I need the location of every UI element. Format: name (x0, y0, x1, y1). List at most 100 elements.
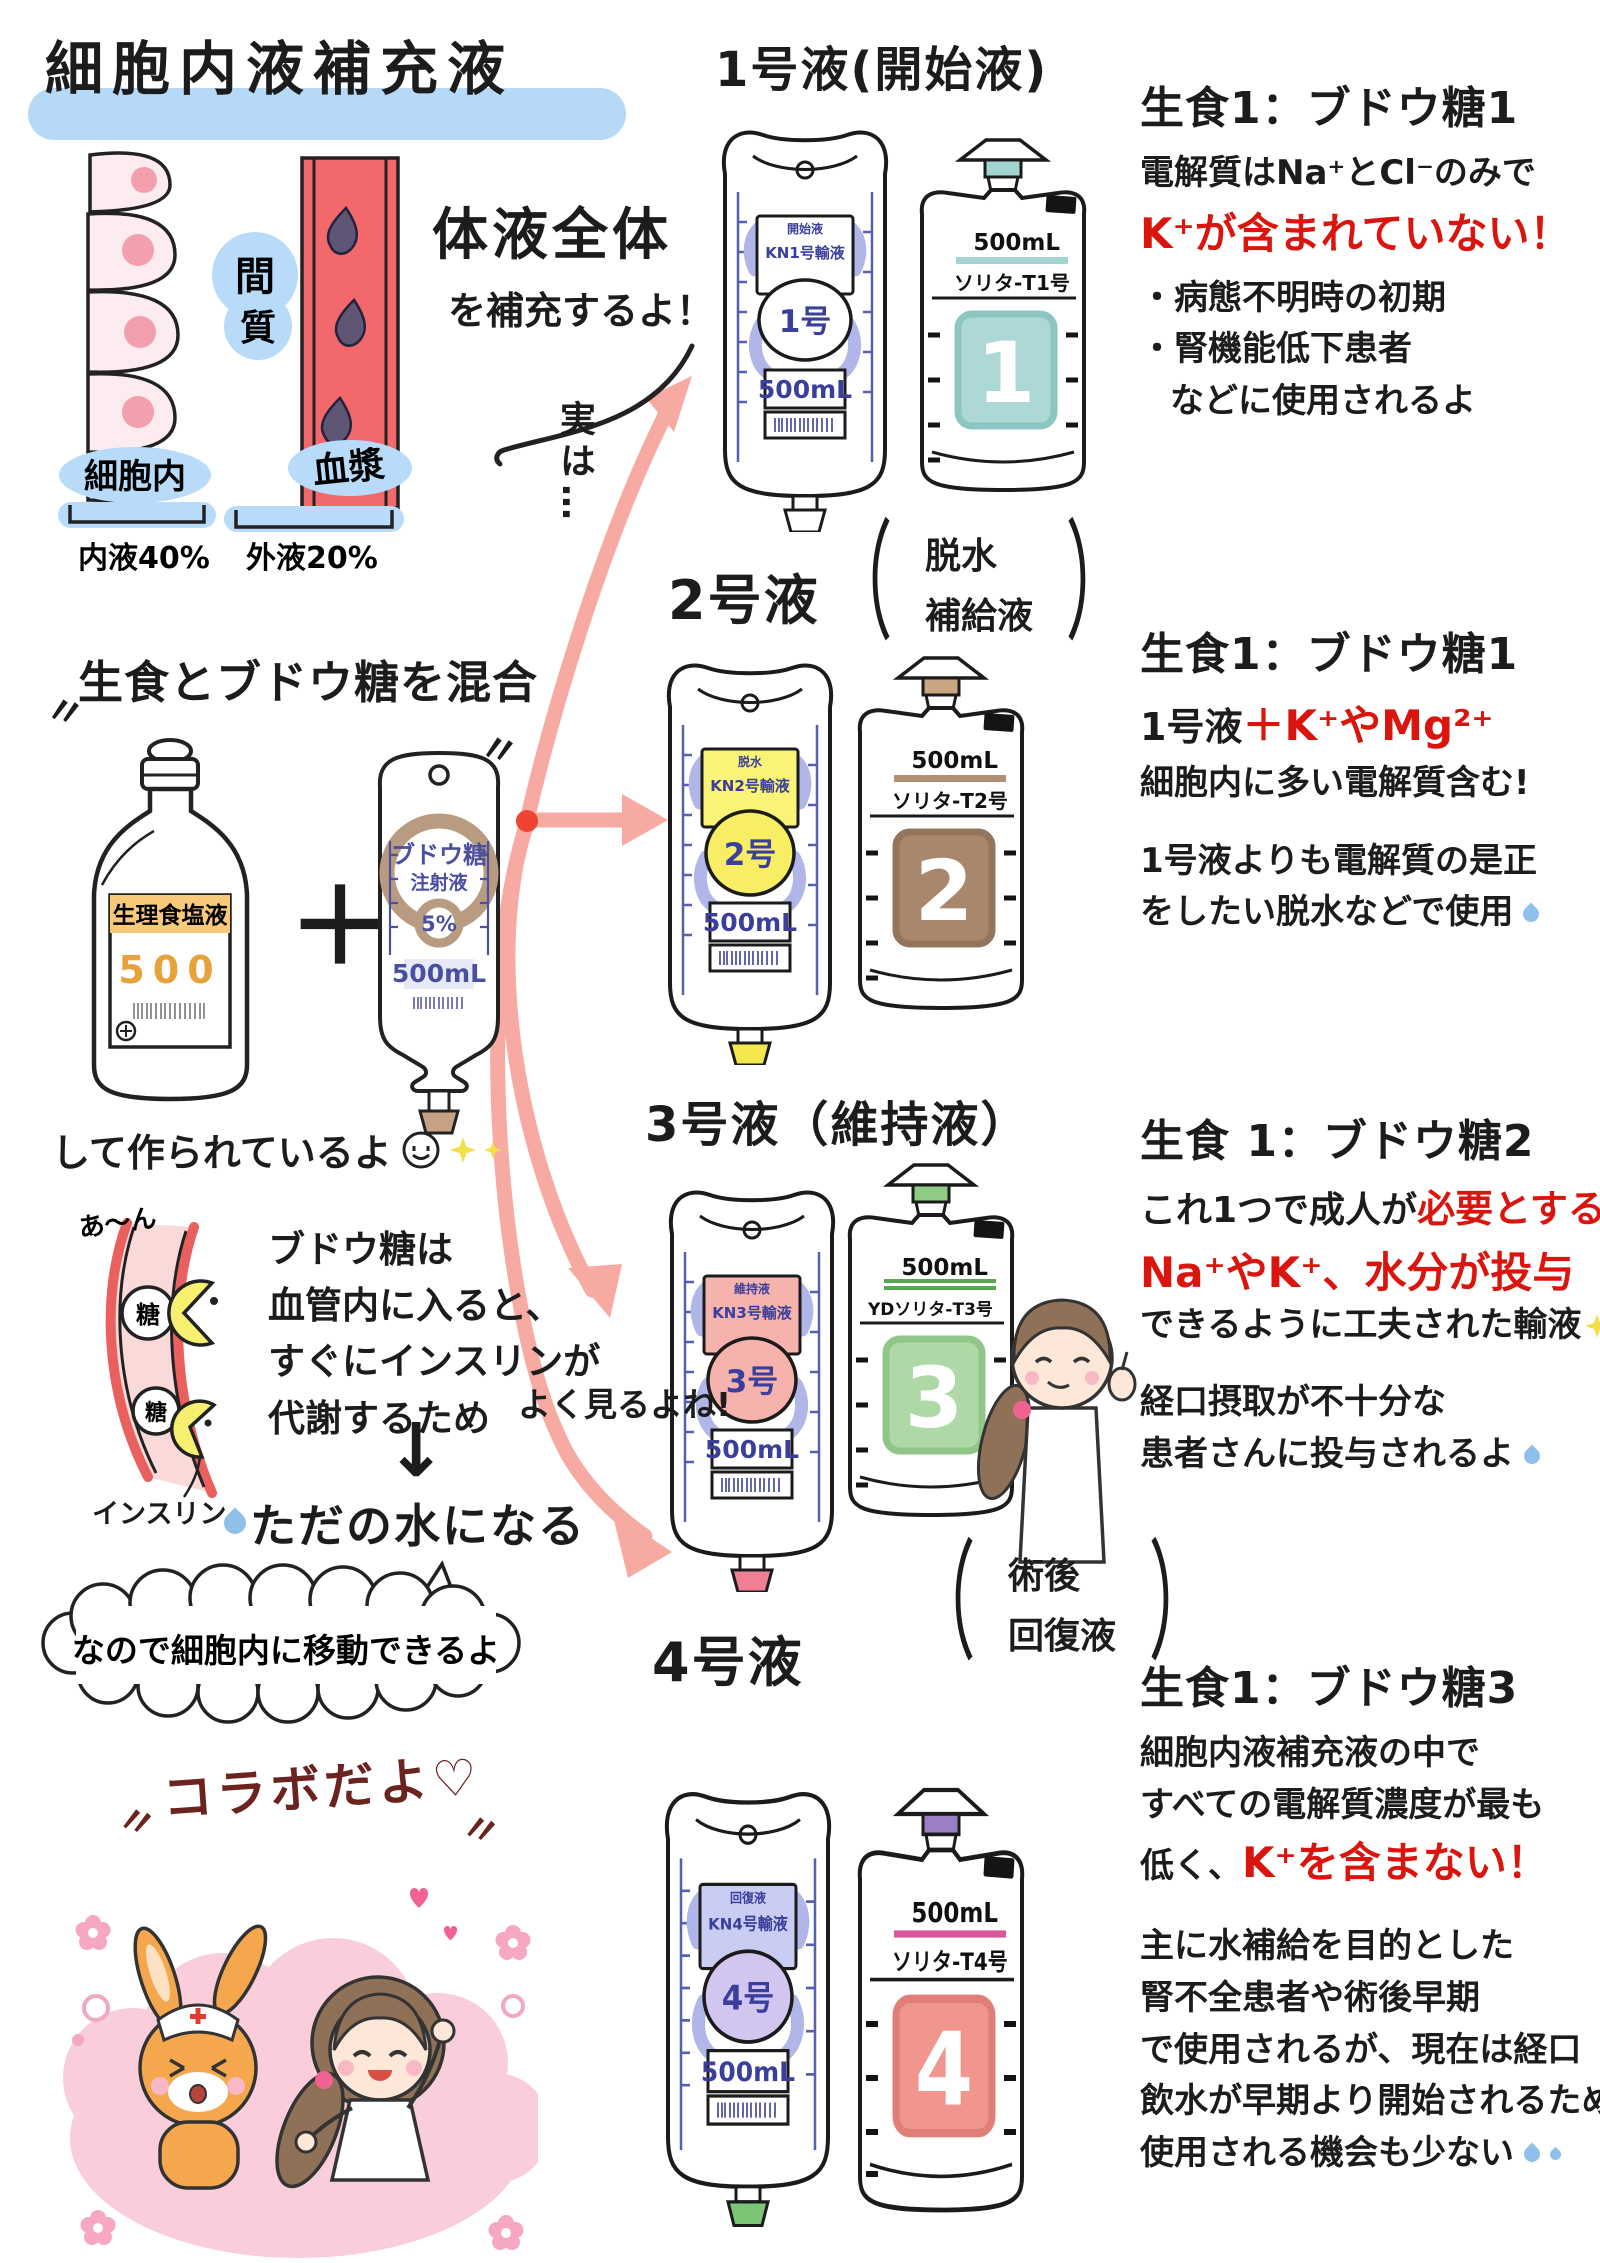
svg-text:ソリタ-T4号: ソリタ-T4号 (892, 1948, 1008, 1976)
pacman-icon-2 (170, 1399, 217, 1459)
svg-text:2号: 2号 (724, 837, 777, 873)
svg-text:ソリタ-T1号: ソリタ-T1号 (954, 271, 1070, 295)
solution-2-kn-bag: 脱水 KN2号輸液 2号 500mL (666, 663, 834, 1065)
solution-1-pouch: 500mL ソリタ-T1号 1 (919, 138, 1087, 493)
intracellular-label: 細胞内 (84, 457, 186, 497)
inner-fluid-label: 内液40% (78, 541, 210, 576)
svg-text:500mL: 500mL (703, 908, 797, 937)
solution-4-kn-bag: 回復液 KN4号輸液 4号 500mL (664, 1792, 832, 2227)
solution-4-notes: 生食1：ブドウ糖3 細胞内液補充液の中で すべての電解質濃度が最も 低く、K⁺を… (1140, 1652, 1600, 2180)
svg-text:KN2号輸液: KN2号輸液 (710, 777, 791, 795)
heart-icon (410, 1888, 457, 1941)
solution-2-ratio: 生食1：ブドウ糖1 (1140, 629, 1519, 680)
sparkle-icon (1585, 1313, 1600, 1338)
body-fluid-sub: を補充するよ！ (448, 289, 715, 333)
saline-bottle: 生理食塩液 500 (91, 738, 250, 1102)
made-note: して作られているよ (52, 1131, 392, 1175)
glucose-bag: ブドウ糖 注射液 5% 500mL (377, 750, 501, 1135)
insulin-vessel-illustration: あ〜ん 糖 糖 (77, 1205, 218, 1498)
water-result: ただの水になる (250, 1499, 586, 1553)
bottle-barcode (133, 1003, 205, 1019)
svg-text:500mL: 500mL (911, 1896, 998, 1929)
interstitium-label-bottom: 質 (240, 308, 276, 349)
svg-text:KN4号輸液: KN4号輸液 (708, 1914, 788, 1934)
svg-text:3号: 3号 (726, 1364, 779, 1400)
mix-heading: 生食とブドウ糖を混合 (78, 656, 539, 709)
sugar-label-2: 糖 (145, 1400, 167, 1426)
svg-text:KN3号輸液: KN3号輸液 (712, 1304, 793, 1322)
solution-2-notes: 生食1：ブドウ糖1 1号液＋K⁺やMg²⁺ 細胞内に多い電解質含む! 1号液より… (1140, 618, 1545, 939)
solution-3-kn-bag: 維持液 KN3号輸液 3号 500mL (668, 1190, 836, 1592)
peeking-girl-character (976, 1298, 1137, 1564)
glucose-percent: 5% (421, 912, 457, 936)
svg-text:500mL: 500mL (911, 748, 998, 774)
body-fluid-heading: 体液全体 (432, 203, 672, 268)
solution-2-paren: （ 脱水 補給液 ） (827, 507, 1131, 659)
solution-3-ratio: 生食 1：ブドウ糖2 (1140, 1116, 1535, 1167)
svg-text:500mL: 500mL (705, 1435, 799, 1464)
solution-3-callout: よく見るよね! (518, 1385, 732, 1424)
outer-fluid-label: 外液20% (246, 541, 378, 576)
sugar-label-1: 糖 (136, 1301, 160, 1329)
svg-text:2: 2 (915, 842, 973, 940)
solution-1-ratio: 生食1：ブドウ糖1 (1140, 83, 1519, 134)
page-title: 細胞内液補充液 (45, 35, 515, 103)
girl-character (275, 1975, 456, 2189)
svg-text:500mL: 500mL (758, 375, 852, 404)
glucose-barcode (413, 997, 463, 1009)
saline-volume: 500 (118, 948, 221, 992)
svg-text:500mL: 500mL (701, 2057, 795, 2088)
solution-4-ratio: 生食1：ブドウ糖3 (1140, 1663, 1519, 1714)
water-drop-icon (1520, 902, 1543, 925)
svg-text:500mL: 500mL (901, 1255, 988, 1281)
smiley-icon (402, 1131, 440, 1168)
interstitium-bubble-bottom (224, 292, 292, 360)
saline-name: 生理食塩液 (113, 902, 228, 929)
solution-4-paren: （ 術後 回復液 ） (910, 1527, 1214, 1679)
water-drop-icon (1547, 2146, 1564, 2163)
made-note-row: して作られているよ (52, 1122, 502, 1177)
solution-3-notes: 生食 1：ブドウ糖2 これ1つで成人が必要とする Na⁺やK⁺、水分が投与 でき… (1140, 1105, 1600, 1481)
plus-sign: ＋ (288, 866, 393, 988)
svg-text:4号: 4号 (722, 1978, 775, 2017)
solution-2-pouch: 500mL ソリタ-T2号 2 (857, 656, 1025, 1011)
plasma-label: 血漿 (311, 444, 387, 492)
actually-note: 実は… (554, 400, 595, 526)
solution-3-header: 3号液（維持液） (645, 1097, 1031, 1153)
cloud-bubble: なので細胞内に移動できるよ (41, 1560, 521, 1724)
water-drop-icon (1520, 1444, 1544, 1467)
label-stamp-icon (115, 1020, 137, 1042)
pacman-icon-1 (167, 1279, 216, 1347)
metabolism-text: ブドウ糖は 血管内に入ると、 すぐにインスリンが 代謝するため (268, 1228, 601, 1440)
bubble-text: なので細胞内に移動できるよ (72, 1631, 500, 1670)
interstitium-label-top: 間 (235, 254, 275, 300)
glucose-volume: 500mL (392, 959, 486, 988)
insulin-label: インスリン (92, 1499, 227, 1530)
solution-4-header: 4号液 (652, 1631, 804, 1694)
rabbit-character (133, 1924, 268, 2190)
solution-4-pouch: 500mL ソリタ-T4号 4 (857, 1787, 1025, 2213)
svg-text:KN1号輸液: KN1号輸液 (765, 244, 846, 262)
glucose-name2: 注射液 (410, 871, 468, 894)
svg-text:開始液: 開始液 (787, 221, 823, 236)
arrow-origin-dot (516, 810, 538, 832)
glucose-name1: ブドウ糖 (391, 841, 487, 869)
down-arrow-icon: ↓ (385, 1408, 448, 1494)
sparkle-icon (483, 1140, 502, 1159)
solution-3-pouch: 500mL YDソリタ-T3号 3 (847, 1163, 1015, 1518)
glucose-cap (418, 1109, 460, 1135)
svg-text:回復液: 回復液 (730, 1890, 766, 1906)
solution-1-header: 1号液(開始液) (715, 42, 1049, 98)
fluid-compartment-diagram: 間 質 細胞内 血漿 内液40% 外液20% (58, 151, 412, 576)
solution-1-notes: 生食1：ブドウ糖1 電解質はNa⁺とCl⁻のみで K⁺が含まれていない！ ・病態… (1140, 72, 1571, 428)
water-drop-icon (1520, 2143, 1544, 2166)
sparkle-icon (449, 1136, 476, 1163)
mascot-characters (63, 1888, 538, 2258)
solution-2-header: 2号液 (668, 569, 820, 632)
interstitium-bubble-top (212, 232, 298, 318)
svg-text:1: 1 (977, 324, 1035, 422)
svg-text:3: 3 (905, 1349, 963, 1447)
title-highlight-bar (28, 88, 626, 140)
